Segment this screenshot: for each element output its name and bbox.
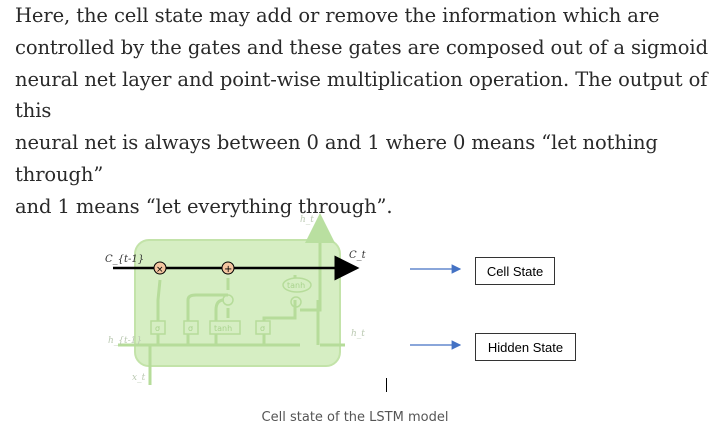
h-right-label: h_t xyxy=(351,329,365,339)
gate-boxes xyxy=(150,277,312,335)
text-cursor xyxy=(386,378,387,392)
x-input-label: x_t xyxy=(132,373,146,383)
h-top-label: h_t xyxy=(300,215,314,225)
internal-connections xyxy=(118,228,345,385)
multiply-icon-inner-1 xyxy=(222,294,234,306)
h-prev-label: h_{t-1} xyxy=(108,336,142,346)
sigma-label-1: σ xyxy=(155,324,160,333)
sigma-label-2: σ xyxy=(188,324,193,333)
tanh-label-top: tanh xyxy=(287,281,305,290)
add-icon xyxy=(221,261,235,275)
tanh-label-bottom: tanh xyxy=(214,324,232,333)
hidden-state-callout-label: Hidden State xyxy=(487,339,564,355)
figure-caption: Cell state of the LSTM model xyxy=(261,410,449,425)
hidden-state-callout: Hidden State xyxy=(475,333,576,361)
cell-state-callout: Cell State xyxy=(475,257,555,285)
svg-text:×: × xyxy=(156,265,164,275)
c-prev-label: C_{t-1} xyxy=(105,254,144,265)
multiply-icon-inner-2 xyxy=(290,296,302,308)
forget-multiply-icon xyxy=(153,261,167,275)
body-paragraph: Here, the cell state may add or remove t… xyxy=(15,4,708,218)
sigma-label-3: σ xyxy=(260,324,265,333)
c-t-label: C_t xyxy=(349,250,367,261)
svg-text:+: + xyxy=(224,264,232,275)
lstm-cell-block xyxy=(134,239,341,367)
cell-state-callout-label: Cell State xyxy=(486,263,544,279)
